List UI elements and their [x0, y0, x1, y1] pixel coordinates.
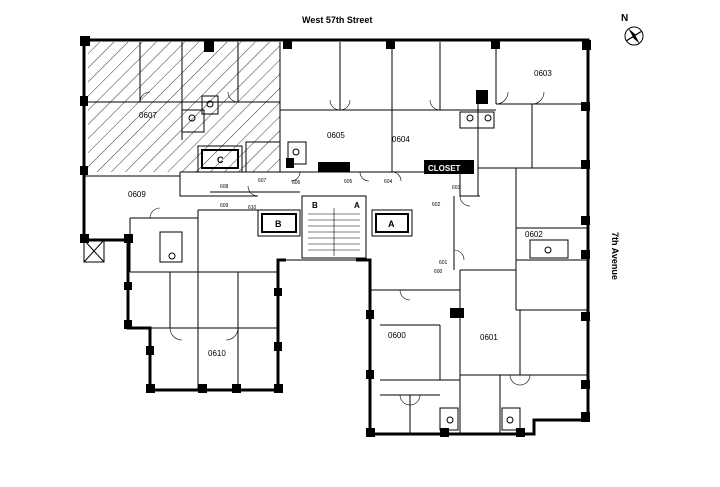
elevator-label-a: A [388, 219, 395, 229]
stair-label-b: B [312, 201, 318, 210]
door-label-610: 610 [248, 205, 257, 211]
svg-text:N: N [621, 13, 628, 24]
street-label-east: 7th Avenue [610, 232, 620, 280]
door-label-602: 602 [432, 202, 441, 208]
vent-box [83, 239, 105, 263]
door-label-603: 603 [452, 185, 461, 191]
room-label-0607: 0607 [139, 111, 157, 120]
restroom-fixtures [159, 95, 569, 431]
closet-box [424, 160, 474, 174]
room-label-0610: 0610 [208, 349, 226, 358]
north-arrow-icon: N [621, 13, 644, 46]
stair-label-a: A [354, 201, 360, 210]
room-label-0609: 0609 [128, 190, 146, 199]
room-label-0601: 0601 [480, 333, 498, 342]
door-label-606: 606 [292, 180, 301, 186]
elevator-label-b: B [275, 219, 282, 229]
room-label-0600: 0600 [388, 331, 406, 340]
street-label-north: West 57th Street [302, 15, 372, 25]
door-label-605: 605 [344, 179, 353, 185]
door-swings [139, 91, 545, 406]
room-label-0603: 0603 [534, 69, 552, 78]
closet-label: CLOSET [428, 164, 461, 173]
room-label-0605: 0605 [327, 131, 345, 140]
columns [80, 36, 591, 437]
door-label-609: 609 [220, 203, 229, 209]
door-label-600: 600 [434, 269, 443, 275]
door-label-607: 607 [258, 178, 267, 184]
suite-0607-hatch [88, 42, 280, 172]
room-label-0604: 0604 [392, 135, 410, 144]
door-label-604: 604 [384, 179, 393, 185]
door-label-601: 601 [439, 260, 448, 266]
door-label-608: 608 [220, 184, 229, 190]
room-label-0602: 0602 [525, 230, 543, 239]
elevator-label-c: C [217, 155, 224, 165]
core [179, 141, 480, 259]
